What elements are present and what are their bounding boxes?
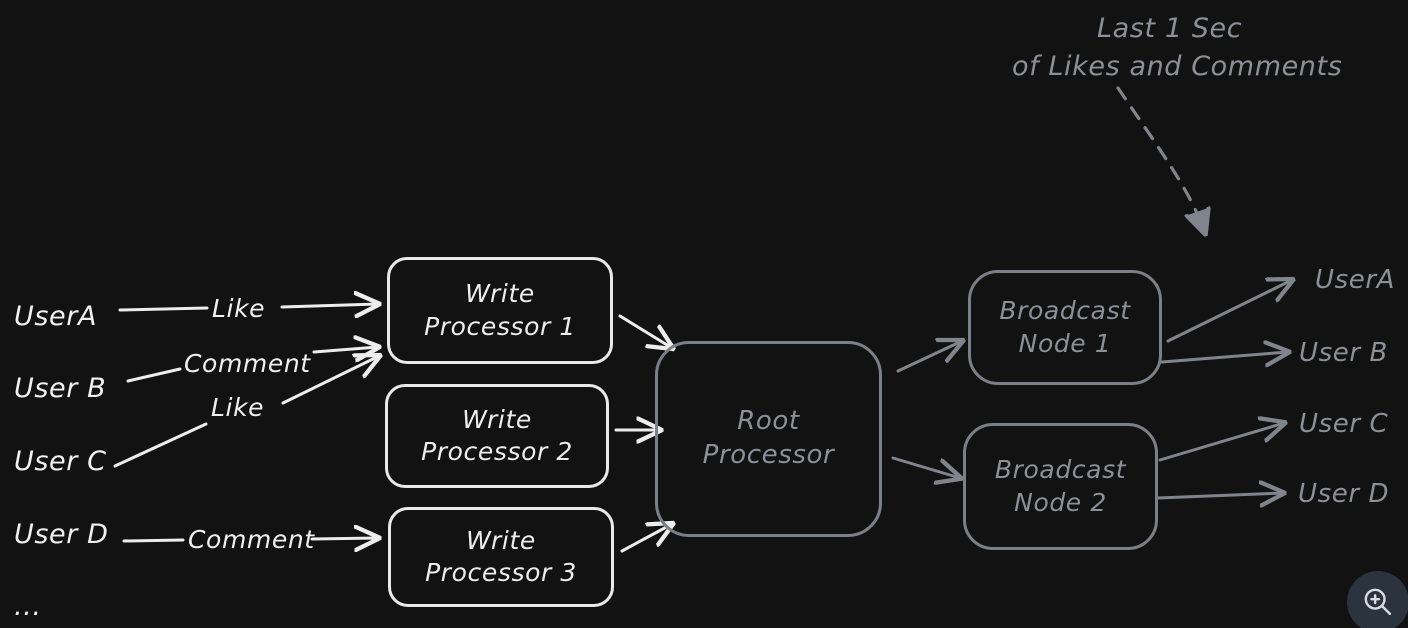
edge-label-comment-user-b: Comment bbox=[184, 349, 311, 378]
node-write-processor-2-line1: Write bbox=[462, 404, 532, 434]
edge-usera-to-wp1-b bbox=[280, 304, 378, 307]
edge-label-like-user-c: Like bbox=[211, 393, 265, 422]
edge-userb-to-wp1 bbox=[126, 367, 182, 383]
node-broadcast-node-2-line2: Node 2 bbox=[1014, 487, 1107, 517]
zoom-in-icon bbox=[1364, 588, 1392, 616]
node-write-processor-1[interactable]: Write Processor 1 bbox=[387, 257, 613, 364]
edge-root-to-bn2 bbox=[891, 456, 960, 478]
edge-userc-to-wp1 bbox=[113, 422, 208, 468]
edge-bn2-to-userd bbox=[1156, 493, 1283, 498]
edge-userb-to-wp1-b bbox=[312, 347, 378, 352]
edge-bn1-to-usera bbox=[1166, 280, 1292, 343]
edge-bn2-to-userc bbox=[1158, 423, 1284, 462]
node-root-processor-line1: Root bbox=[737, 406, 800, 437]
label-user-d-left: User D bbox=[14, 519, 109, 550]
label-user-c-left: User C bbox=[14, 446, 107, 477]
node-broadcast-node-1-line1: Broadcast bbox=[999, 296, 1131, 325]
node-write-processor-1-line2: Processor 1 bbox=[424, 311, 576, 341]
edge-bn1-to-userb bbox=[1160, 352, 1288, 362]
node-broadcast-node-1-line2: Node 1 bbox=[1018, 328, 1112, 358]
edge-wp3-to-root bbox=[620, 524, 672, 553]
node-write-processor-1-line1: Write bbox=[465, 279, 535, 308]
edge-label-comment-user-d: Comment bbox=[188, 525, 315, 554]
node-write-processor-2-line2: Processor 2 bbox=[421, 437, 573, 466]
edge-label-like-user-a: Like bbox=[212, 294, 266, 323]
edge-userd-to-wp3-b bbox=[310, 538, 378, 539]
annotation-line-1: Last 1 Sec bbox=[1097, 13, 1243, 44]
node-write-processor-2[interactable]: Write Processor 2 bbox=[385, 384, 609, 488]
edge-annotation-dashed bbox=[1116, 86, 1205, 233]
edge-userd-to-wp3 bbox=[122, 538, 185, 543]
node-write-processor-3-line1: Write bbox=[466, 525, 536, 555]
node-broadcast-node-1[interactable]: Broadcast Node 1 bbox=[968, 270, 1162, 385]
label-user-c-right: User C bbox=[1299, 409, 1389, 439]
node-write-processor-3[interactable]: Write Processor 3 bbox=[388, 507, 614, 607]
annotation-line-2: of Likes and Comments bbox=[1012, 51, 1343, 82]
node-root-processor[interactable]: Root Processor bbox=[655, 341, 882, 537]
zoom-in-button[interactable] bbox=[1347, 571, 1408, 628]
edge-usera-to-wp1 bbox=[118, 306, 209, 312]
node-broadcast-node-2[interactable]: Broadcast Node 2 bbox=[963, 423, 1158, 550]
label-user-b-right: User B bbox=[1299, 338, 1388, 368]
node-root-processor-line2: Processor bbox=[702, 440, 835, 470]
node-write-processor-3-line2: Processor 3 bbox=[425, 558, 577, 587]
edge-root-to-bn1 bbox=[896, 341, 962, 373]
label-user-d-right: User D bbox=[1298, 479, 1390, 509]
label-ellipsis: ... bbox=[14, 591, 42, 622]
label-user-a-left: UserA bbox=[14, 301, 98, 332]
edge-wp1-to-root bbox=[618, 314, 672, 348]
label-user-b-left: User B bbox=[14, 373, 107, 404]
label-user-a-right: UserA bbox=[1315, 265, 1396, 295]
node-broadcast-node-2-line1: Broadcast bbox=[994, 455, 1127, 484]
